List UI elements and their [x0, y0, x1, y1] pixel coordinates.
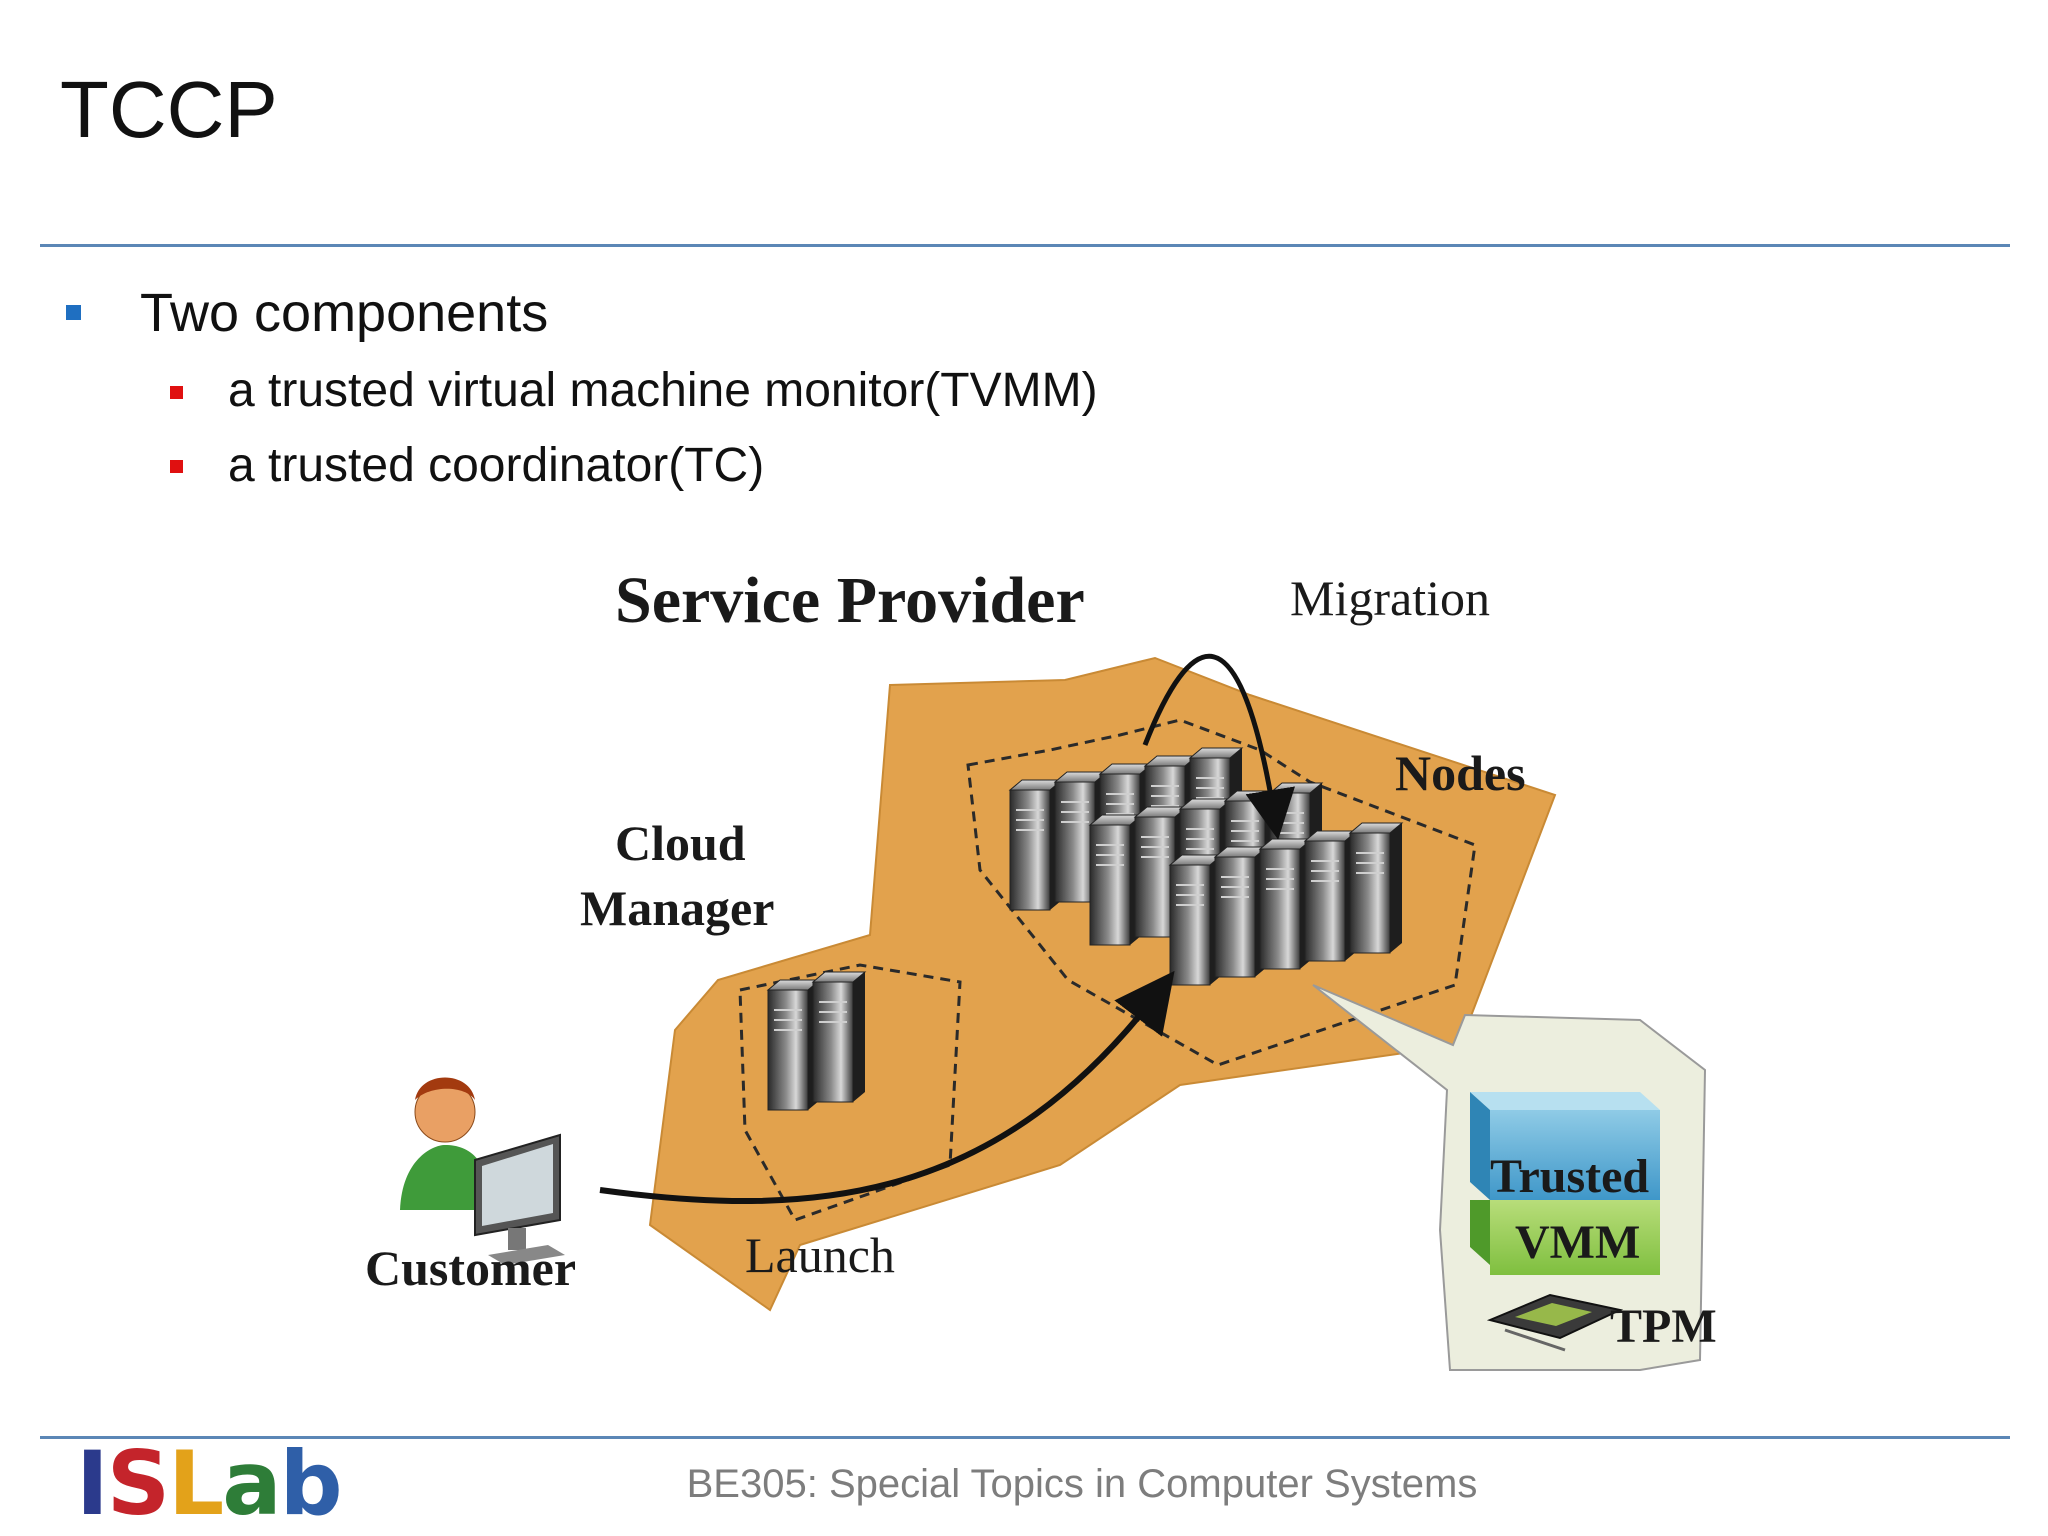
- nodes-boundary: [966, 718, 1477, 1067]
- launch-arrow: [599, 970, 1175, 1205]
- title-divider: [40, 244, 2010, 247]
- customer-label: Customer: [365, 1240, 576, 1296]
- trusted-vmm-box: [1470, 1092, 1660, 1275]
- cloud-manager-boundary: [738, 963, 962, 1222]
- migration-label: Migration: [1290, 570, 1490, 626]
- cloud-manager-label-line1: Cloud: [615, 815, 746, 871]
- sub-bullet-tvmm: a trusted virtual machine monitor(TVMM): [228, 364, 1098, 417]
- footer-divider: [40, 1436, 2010, 1439]
- tpm-label: TPM: [1610, 1300, 1717, 1353]
- cloud-manager-servers: [767, 971, 866, 1111]
- sub-bullet-marker: [170, 460, 183, 473]
- bullet-two-components: Two components: [140, 283, 549, 343]
- footer-course-title: BE305: Special Topics in Computer System…: [686, 1462, 1478, 1506]
- tpm-chip-icon: [1486, 1293, 1624, 1352]
- service-provider-label: Service Provider: [615, 564, 1085, 637]
- customer-avatar: [400, 1077, 492, 1210]
- logo-letter: L: [168, 1432, 224, 1535]
- islab-logo: ISLab: [76, 1440, 343, 1528]
- trusted-label-line2: VMM: [1515, 1216, 1640, 1269]
- migration-arrow: [1142, 653, 1295, 840]
- logo-letter: a: [222, 1432, 281, 1535]
- logo-letter: b: [279, 1432, 343, 1535]
- sub-bullet-marker: [170, 386, 183, 399]
- trusted-label-line1: Trusted: [1490, 1150, 1649, 1203]
- computer-monitor-icon: [474, 1133, 565, 1265]
- bullet-marker: [66, 305, 81, 320]
- launch-label: Launch: [745, 1227, 895, 1283]
- tccp-architecture-diagram: Service Provider Migration Nodes Cloud M…: [365, 564, 1717, 1371]
- logo-letter: I: [76, 1432, 109, 1535]
- logo-letter: S: [106, 1432, 170, 1535]
- sub-bullet-tc: a trusted coordinator(TC): [228, 439, 765, 492]
- nodes-label: Nodes: [1395, 745, 1526, 801]
- slide-title: TCCP: [60, 65, 278, 154]
- cloud-manager-label-line2: Manager: [580, 880, 774, 936]
